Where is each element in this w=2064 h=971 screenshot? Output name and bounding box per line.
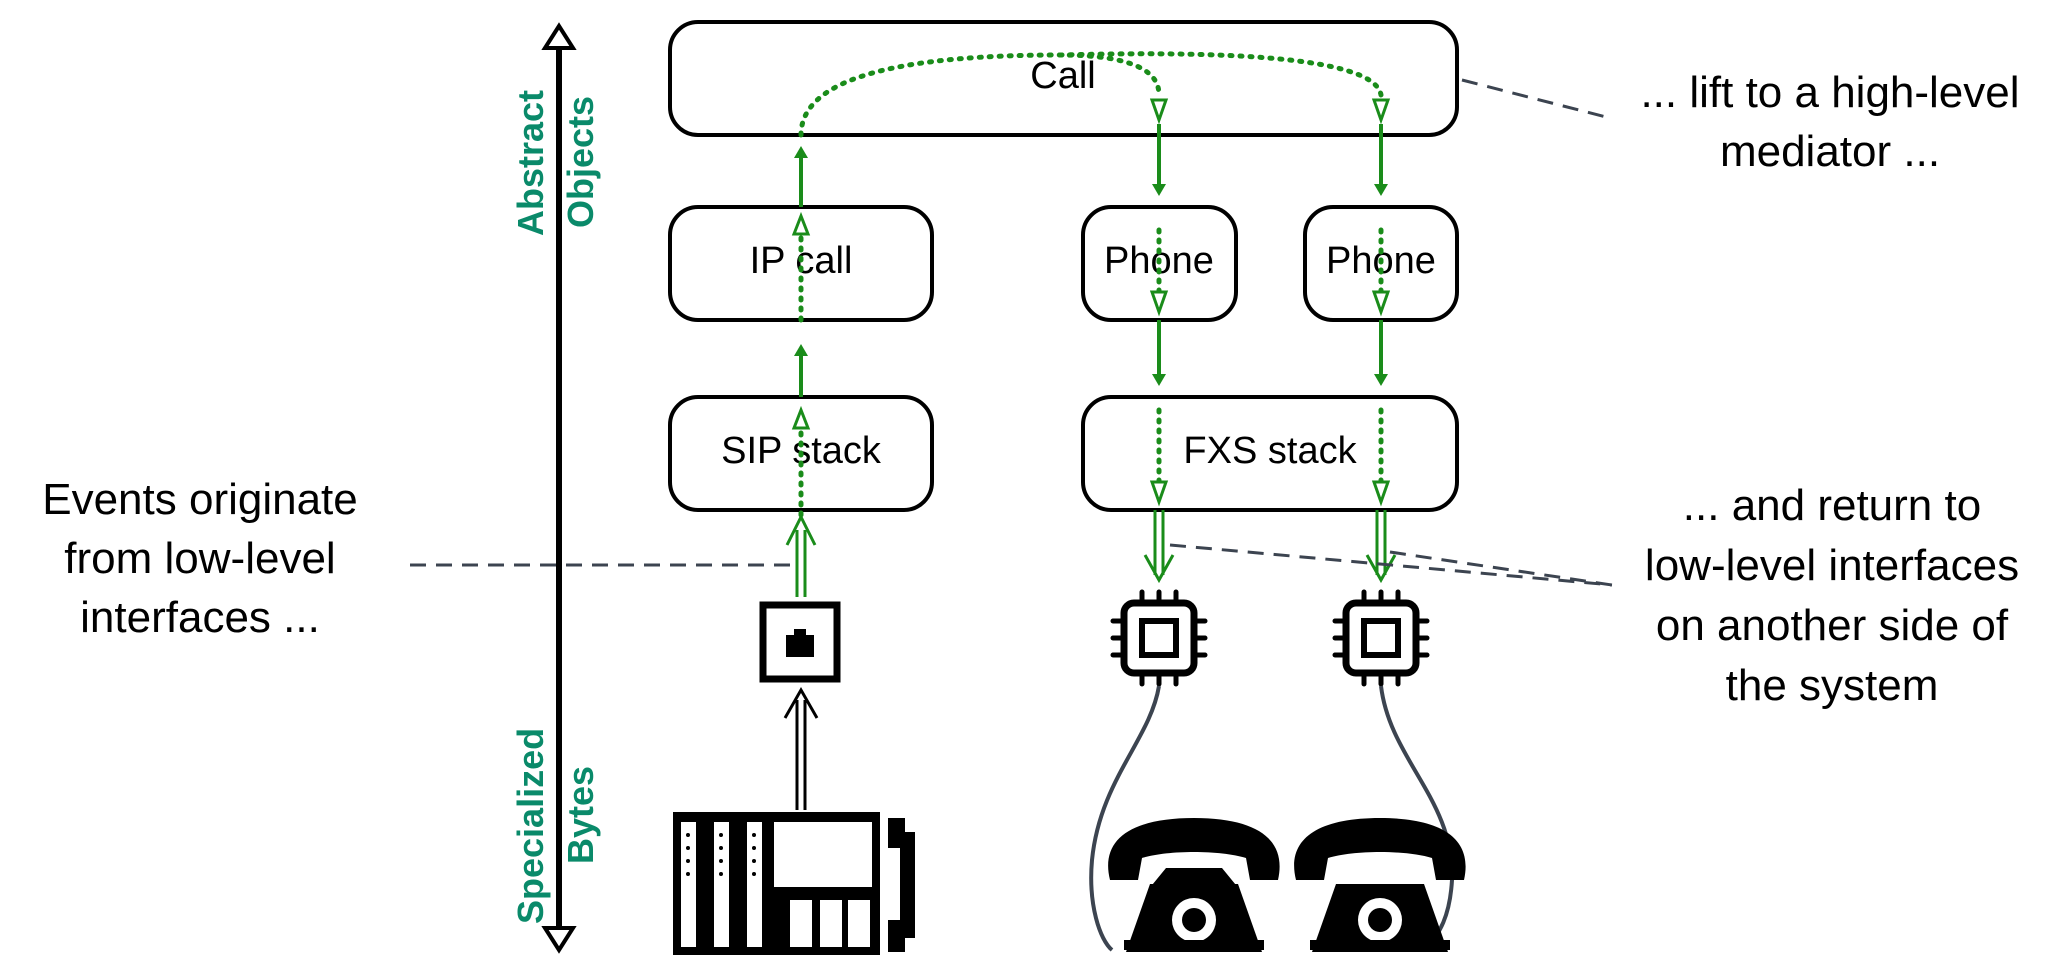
axis-label-objects: Objects	[560, 96, 601, 228]
top-right-annotation-line: mediator ...	[1720, 127, 1940, 176]
left-annotation-line: Events originate	[42, 475, 358, 524]
phone-1-event-flow	[1143, 98, 1175, 584]
ethernet-port-icon	[759, 601, 841, 683]
abstraction-axis: Abstract Objects Specialized Bytes	[510, 22, 601, 954]
top-right-annotation: ... lift to a high-level mediator ...	[1640, 68, 2019, 176]
pbx-uplink-arrow	[783, 686, 819, 810]
call-box: Call	[668, 20, 1459, 137]
chip-icon	[1332, 589, 1430, 687]
fxs-stack-box-label: FXS stack	[1183, 430, 1357, 472]
chip-icon	[1110, 589, 1208, 687]
left-annotation-line: interfaces ...	[80, 593, 320, 642]
bottom-right-annotation-line: low-level interfaces	[1645, 541, 2019, 590]
axis-label-abstract: Abstract	[510, 90, 551, 236]
bottom-right-annotation-line: ... and return to	[1683, 481, 1981, 530]
bottom-right-annotation-line: the system	[1726, 661, 1939, 710]
phone-2-event-flow	[1365, 98, 1397, 584]
fxs-stack-box: FXS stack	[1081, 395, 1459, 512]
axis-label-specialized: Specialized	[510, 728, 551, 924]
bottom-right-annotation-line: on another side of	[1656, 601, 2009, 650]
telephone-icon	[1108, 818, 1280, 952]
left-annotation-line: from low-level	[64, 534, 335, 583]
call-box-label: Call	[1030, 55, 1095, 97]
leader-line-bottom-right	[1169, 543, 1613, 587]
leader-line-bottom-right	[1389, 550, 1613, 587]
leader-line-top-right	[1461, 78, 1611, 120]
left-annotation: Events originate from low-level interfac…	[42, 475, 358, 642]
phone-cable	[1089, 685, 1161, 952]
axis-label-bytes: Bytes	[560, 766, 601, 864]
top-right-annotation-line: ... lift to a high-level	[1640, 68, 2019, 117]
pbx-icon	[673, 812, 915, 955]
telephone-icon	[1294, 818, 1466, 952]
bottom-right-annotation: ... and return to low-level interfaces o…	[1645, 481, 2019, 710]
sip-event-flow	[785, 51, 1384, 597]
